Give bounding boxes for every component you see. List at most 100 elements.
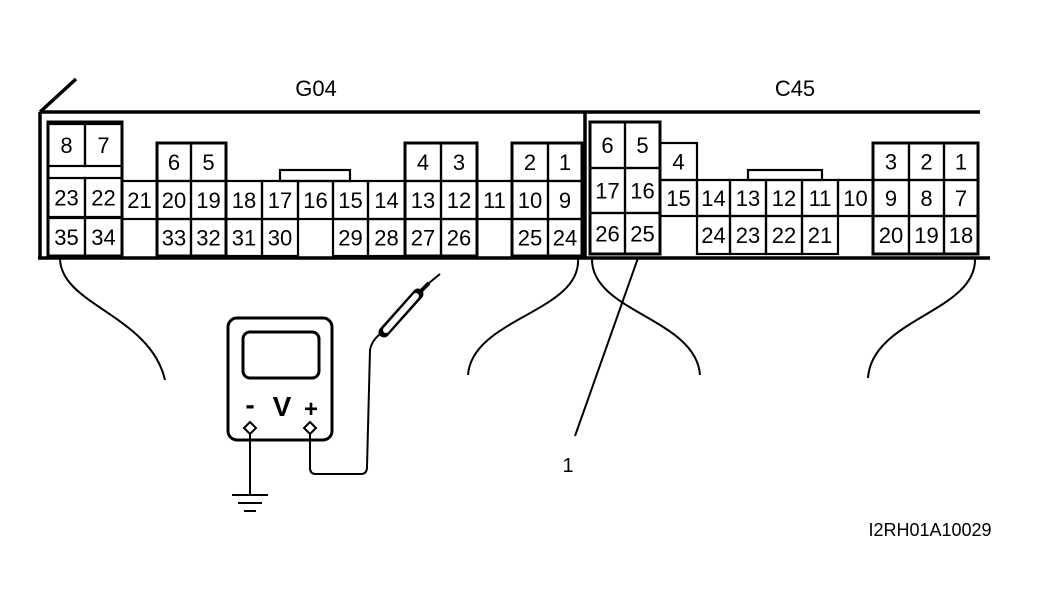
g04-pin-number: 11 — [483, 188, 506, 213]
c45-pin-number: 6 — [601, 133, 613, 158]
g04-pin-number: 18 — [232, 188, 256, 213]
g04-pin-number: 5 — [202, 150, 214, 175]
g04-pin-number: 16 — [303, 188, 327, 213]
positive-terminal-label: + — [304, 396, 318, 423]
g04-pin-number: 15 — [338, 188, 362, 213]
ground-lead — [232, 434, 268, 512]
probe-tip — [428, 273, 441, 284]
g04-pin-number: 26 — [447, 226, 471, 251]
g04-pin-number: 1 — [559, 150, 571, 175]
wire-harness — [59, 257, 977, 381]
g04-pin-number: 6 — [168, 150, 180, 175]
housing-corner-edge — [38, 77, 78, 114]
g04-connector-label: G04 — [295, 76, 337, 101]
c45-pin-number: 11 — [809, 186, 832, 211]
c45-pin-number: 8 — [920, 186, 932, 211]
c45-pin-number: 10 — [843, 186, 867, 211]
g04-pin-number: 19 — [196, 188, 220, 213]
c45-harness-right — [867, 257, 977, 379]
g04-pin-number: 13 — [411, 188, 435, 213]
c45-pin-number: 25 — [630, 222, 654, 247]
g04-pin-number: 32 — [196, 226, 220, 251]
c45-pin-number: 19 — [914, 223, 938, 248]
c45-pin-number: 22 — [772, 223, 796, 248]
c45-pin-number: 2 — [920, 150, 932, 175]
g04-pin-cavity — [83, 216, 124, 258]
c45-pin-number: 26 — [595, 222, 619, 247]
c45-pin-cavity — [942, 214, 980, 256]
c45-pin-number: 13 — [736, 186, 760, 211]
g04-latch — [278, 168, 352, 183]
c45-pin-number: 20 — [879, 223, 903, 248]
g04-harness-right — [467, 257, 580, 376]
figure-id: I2RH01A10029 — [868, 520, 991, 540]
c45-pin-number: 3 — [885, 150, 897, 175]
negative-terminal-label: - — [245, 389, 254, 420]
g04-pin-number: 8 — [60, 133, 72, 158]
g04-pin-number: 29 — [338, 226, 362, 251]
c45-pin-number: 1 — [955, 150, 967, 175]
voltmeter-display — [241, 330, 321, 380]
c45-pin-number: 7 — [955, 186, 967, 211]
callout-label: 1 — [562, 455, 573, 477]
g04-pin-number: 25 — [518, 226, 542, 251]
g04-pin-number: 33 — [162, 226, 186, 251]
voltmeter: - V + — [226, 316, 334, 442]
volt-symbol: V — [273, 391, 292, 422]
c45-pin-number: 17 — [595, 179, 619, 204]
connector-housing — [38, 77, 990, 260]
g04-pin-number: 10 — [518, 188, 542, 213]
g04-pin-number: 24 — [553, 226, 577, 251]
voltmeter-body — [226, 316, 334, 442]
c45-pin-number: 5 — [636, 133, 648, 158]
g04-pin-number: 22 — [91, 186, 115, 211]
g04-pin-number: 30 — [268, 226, 292, 251]
probe-handle — [383, 293, 419, 333]
c45-pin-cavity — [623, 211, 662, 256]
g04-pin-number: 4 — [417, 150, 429, 175]
g04-pin-cavity — [439, 217, 479, 258]
c45-pin-number: 24 — [701, 223, 725, 248]
positive-lead — [309, 273, 441, 475]
g04-pin-number: 31 — [232, 226, 256, 251]
c45-pin-number: 18 — [949, 223, 973, 248]
g04-pin-number: 23 — [54, 186, 78, 211]
g04-pin-number: 2 — [524, 150, 536, 175]
c45-pin-number: 9 — [885, 186, 897, 211]
g04-pin-number: 34 — [91, 225, 115, 250]
g04-pin-number: 14 — [374, 188, 398, 213]
probe-wire — [309, 331, 384, 475]
c45-pin-number: 14 — [701, 186, 725, 211]
c45-connector-label: C45 — [775, 76, 815, 101]
g04-pin-number: 12 — [447, 188, 471, 213]
g04-harness-left — [59, 257, 166, 381]
g04-pin-number: 35 — [54, 225, 78, 250]
g04-pin-number: 28 — [374, 226, 398, 251]
g04-pin-number: 17 — [268, 188, 292, 213]
c45-harness-left — [590, 257, 701, 376]
g04-pin-cavity — [260, 217, 300, 258]
g04-pin-cavity — [83, 122, 124, 168]
g04-pin-number: 21 — [127, 188, 151, 213]
g04-pin-number: 9 — [559, 188, 571, 213]
c45-pin-number: 15 — [666, 186, 690, 211]
negative-terminal-icon — [242, 420, 258, 436]
callout-leader-line — [574, 257, 639, 437]
probe-neck — [416, 281, 431, 296]
c45-pin-number: 4 — [672, 150, 684, 175]
c45-pin-number: 21 — [808, 223, 832, 248]
c45-pin-cavity — [800, 214, 840, 256]
c45-pin-number: 12 — [772, 186, 796, 211]
c45-pin-number: 16 — [630, 179, 654, 204]
positive-terminal-icon — [302, 420, 318, 436]
g04-pin-number: 27 — [411, 226, 435, 251]
c45-pin-number: 23 — [736, 223, 760, 248]
g04-pin-number: 3 — [453, 150, 465, 175]
c45-latch — [746, 168, 824, 182]
g04-pin-number: 7 — [97, 133, 109, 158]
g04-pin-number: 20 — [162, 188, 186, 213]
g04-pin-cavity — [546, 217, 584, 258]
